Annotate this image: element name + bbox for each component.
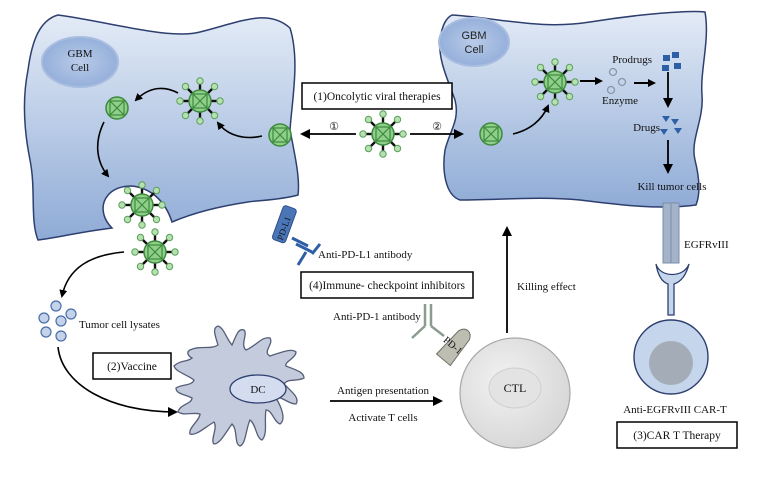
arrow-to-dc (57, 346, 178, 417)
drugs-icon (660, 116, 682, 135)
pdl1-receptor: PD-L1 (271, 205, 297, 244)
enzyme-icon (606, 67, 627, 95)
kill-tumor-label: Kill tumor cells (637, 181, 706, 193)
car-t-box-label: (3)CAR T Therapy (633, 430, 721, 442)
egfrviii-label: EGFRvIII (684, 239, 729, 251)
arrow-replicate (96, 121, 110, 178)
ctl-nucleus (488, 367, 542, 409)
tumor-lysates-label: Tumor cell lysates (79, 319, 160, 331)
activate-t-label: Activate T cells (348, 412, 417, 424)
vaccine-box-label: (2)Vaccine (107, 361, 157, 373)
virus-core-icon (268, 123, 292, 147)
virus-icon (532, 59, 578, 105)
anti-egfrviii-label: Anti-EGFRvIII CAR-T (623, 404, 727, 416)
virus-core-icon (479, 122, 503, 146)
dc-label: DC (250, 384, 265, 396)
tumor-lysates-icon (38, 300, 77, 342)
gbm-left-label-line2: Cell (71, 62, 89, 74)
anti-pd1-label: Anti-PD-1 antibody (333, 311, 421, 323)
gbm-right-label-line1: GBM (461, 30, 486, 42)
car-t-nucleus (649, 341, 693, 385)
gbm-right-label-line2: Cell (465, 44, 484, 56)
arrow-entry (216, 121, 263, 139)
egfrviii-receptor (662, 202, 680, 264)
vaccine-box (92, 352, 172, 380)
virus-core-icon (105, 96, 129, 120)
oncolytic-box-label: (1)Oncolytic viral therapies (313, 91, 441, 103)
enzyme-label: Enzyme (602, 95, 638, 107)
car-receptor (655, 263, 690, 316)
oncolytic-virus-icon (360, 111, 406, 157)
virus-icon (119, 182, 165, 228)
prodrugs-label: Prodrugs (612, 54, 652, 66)
route-1-label: ① (329, 121, 339, 133)
killing-effect-label: Killing effect (517, 281, 576, 293)
checkpoint-box (300, 271, 474, 299)
car-t-box (616, 421, 738, 449)
oncolytic-box (301, 82, 453, 110)
route-2-label: ② (432, 121, 442, 133)
virus-icon (177, 78, 223, 124)
prodrugs-icon (662, 52, 681, 71)
pd1-receptor: PD-1 (435, 328, 471, 367)
anti-pdl1-antibody-icon (291, 236, 322, 266)
arrow-right-entry (512, 104, 550, 135)
drugs-label: Drugs (633, 122, 660, 134)
anti-pd1-antibody-icon (411, 304, 445, 339)
arrow-to-lysates (59, 251, 125, 298)
antigen-presentation-label: Antigen presentation (337, 385, 429, 397)
arrow-uncoat (134, 87, 179, 102)
virus-released-icon (132, 229, 178, 275)
gbm-right-nucleus (438, 17, 510, 67)
anti-pdl1-label: Anti-PD-L1 antibody (318, 249, 413, 261)
checkpoint-box-label: (4)Immune- checkpoint inhibitors (309, 280, 465, 292)
gbm-left-nucleus (41, 36, 119, 88)
gbm-left-label-line1: GBM (67, 48, 92, 60)
ctl-label: CTL (504, 381, 527, 395)
dc-nucleus (229, 374, 287, 404)
